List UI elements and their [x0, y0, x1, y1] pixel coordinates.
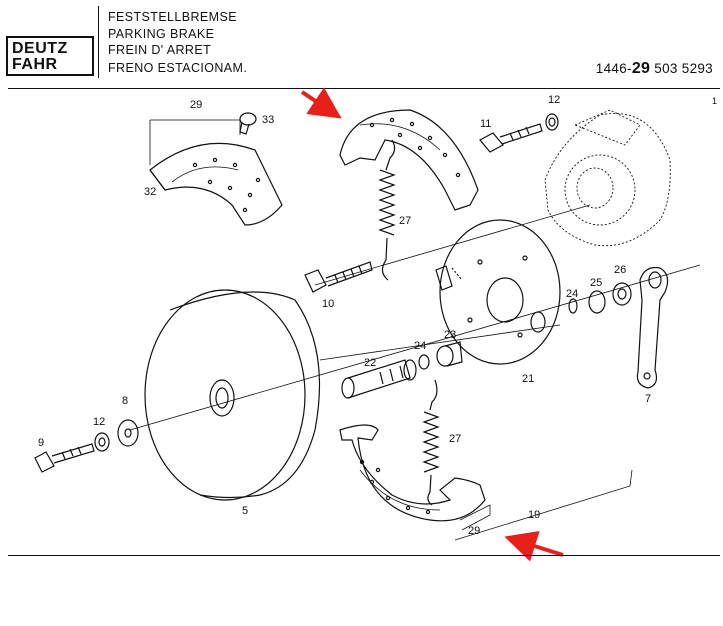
arrow-bottom-icon	[504, 530, 564, 562]
brake-lining-icon	[149, 119, 283, 226]
bearing-icon	[612, 282, 632, 306]
label-29-bottom: 29	[468, 525, 480, 537]
bolt-9-icon	[34, 443, 95, 473]
header-divider	[98, 6, 99, 78]
nut-left-icon	[94, 432, 110, 452]
header-rule	[8, 88, 720, 89]
axis-upper	[314, 204, 591, 286]
rivet-icon	[239, 112, 257, 135]
washer-icon	[117, 419, 139, 447]
brake-shoe-bottom-icon	[339, 424, 491, 531]
footer-rule	[8, 555, 720, 556]
spring-top-icon	[378, 139, 396, 281]
bushing-icon	[436, 341, 463, 367]
brake-drum-icon	[144, 289, 321, 501]
label-23: 23	[444, 329, 456, 341]
center-axis	[129, 264, 701, 431]
catalog-header: DEUTZ FAHR FESTSTELLBREMSE PARKING BRAKE…	[0, 0, 723, 86]
lever-icon	[636, 266, 669, 389]
label-25: 25	[590, 277, 602, 289]
label-5: 5	[242, 505, 248, 517]
label-22: 22	[364, 357, 376, 369]
label-29-top: 29	[190, 99, 202, 111]
title-english: PARKING BRAKE	[108, 27, 215, 41]
part-number-suffix: 503 5293	[650, 61, 713, 76]
label-33: 33	[262, 114, 274, 126]
title-spanish: FRENO ESTACIONAM.	[108, 61, 248, 75]
bolt-10-icon	[304, 261, 373, 293]
label-27-bottom: 27	[449, 433, 461, 445]
seal-icon	[588, 290, 606, 314]
logo-line-2: FAHR	[12, 56, 58, 73]
part-number-group: 29	[631, 60, 651, 77]
axle-housing-icon	[544, 109, 671, 247]
label-24-right: 24	[566, 288, 578, 300]
nut-top-icon	[545, 113, 559, 131]
highlight-arrows	[300, 87, 564, 562]
label-27-top: 27	[399, 215, 411, 227]
label-8: 8	[122, 395, 128, 407]
shaft-icon	[341, 359, 417, 399]
label-32: 32	[144, 186, 156, 198]
label-24-mid: 24	[414, 340, 426, 352]
label-9: 9	[38, 437, 44, 449]
label-21: 21	[522, 373, 534, 385]
part-number: 1446-29 503 5293	[596, 60, 713, 78]
ring-right-icon	[568, 298, 578, 314]
ring-mid-icon	[418, 354, 430, 370]
label-12-top: 12	[548, 94, 560, 106]
title-german: FESTSTELLBREMSE	[108, 10, 237, 24]
title-french: FREIN D' ARRET	[108, 43, 212, 57]
label-11: 11	[480, 118, 491, 130]
logo-line-1: DEUTZ	[12, 40, 68, 57]
backing-plate-icon	[435, 219, 561, 365]
label-10: 10	[322, 298, 334, 310]
label-26: 26	[614, 264, 626, 276]
axis-lower	[319, 324, 561, 361]
bolt-11-icon	[479, 123, 543, 153]
page-mark: 1	[711, 96, 717, 106]
label-12-left: 12	[93, 416, 105, 428]
label-7: 7	[645, 393, 651, 405]
part-number-prefix: 1446-	[595, 61, 632, 76]
group-19-bracket	[454, 469, 633, 541]
spring-bottom-icon	[422, 379, 440, 506]
arrow-top-icon	[300, 87, 342, 119]
brake-shoe-top-icon	[339, 109, 479, 211]
label-19: 19	[528, 509, 540, 521]
deutz-fahr-logo: DEUTZ FAHR	[6, 36, 94, 76]
